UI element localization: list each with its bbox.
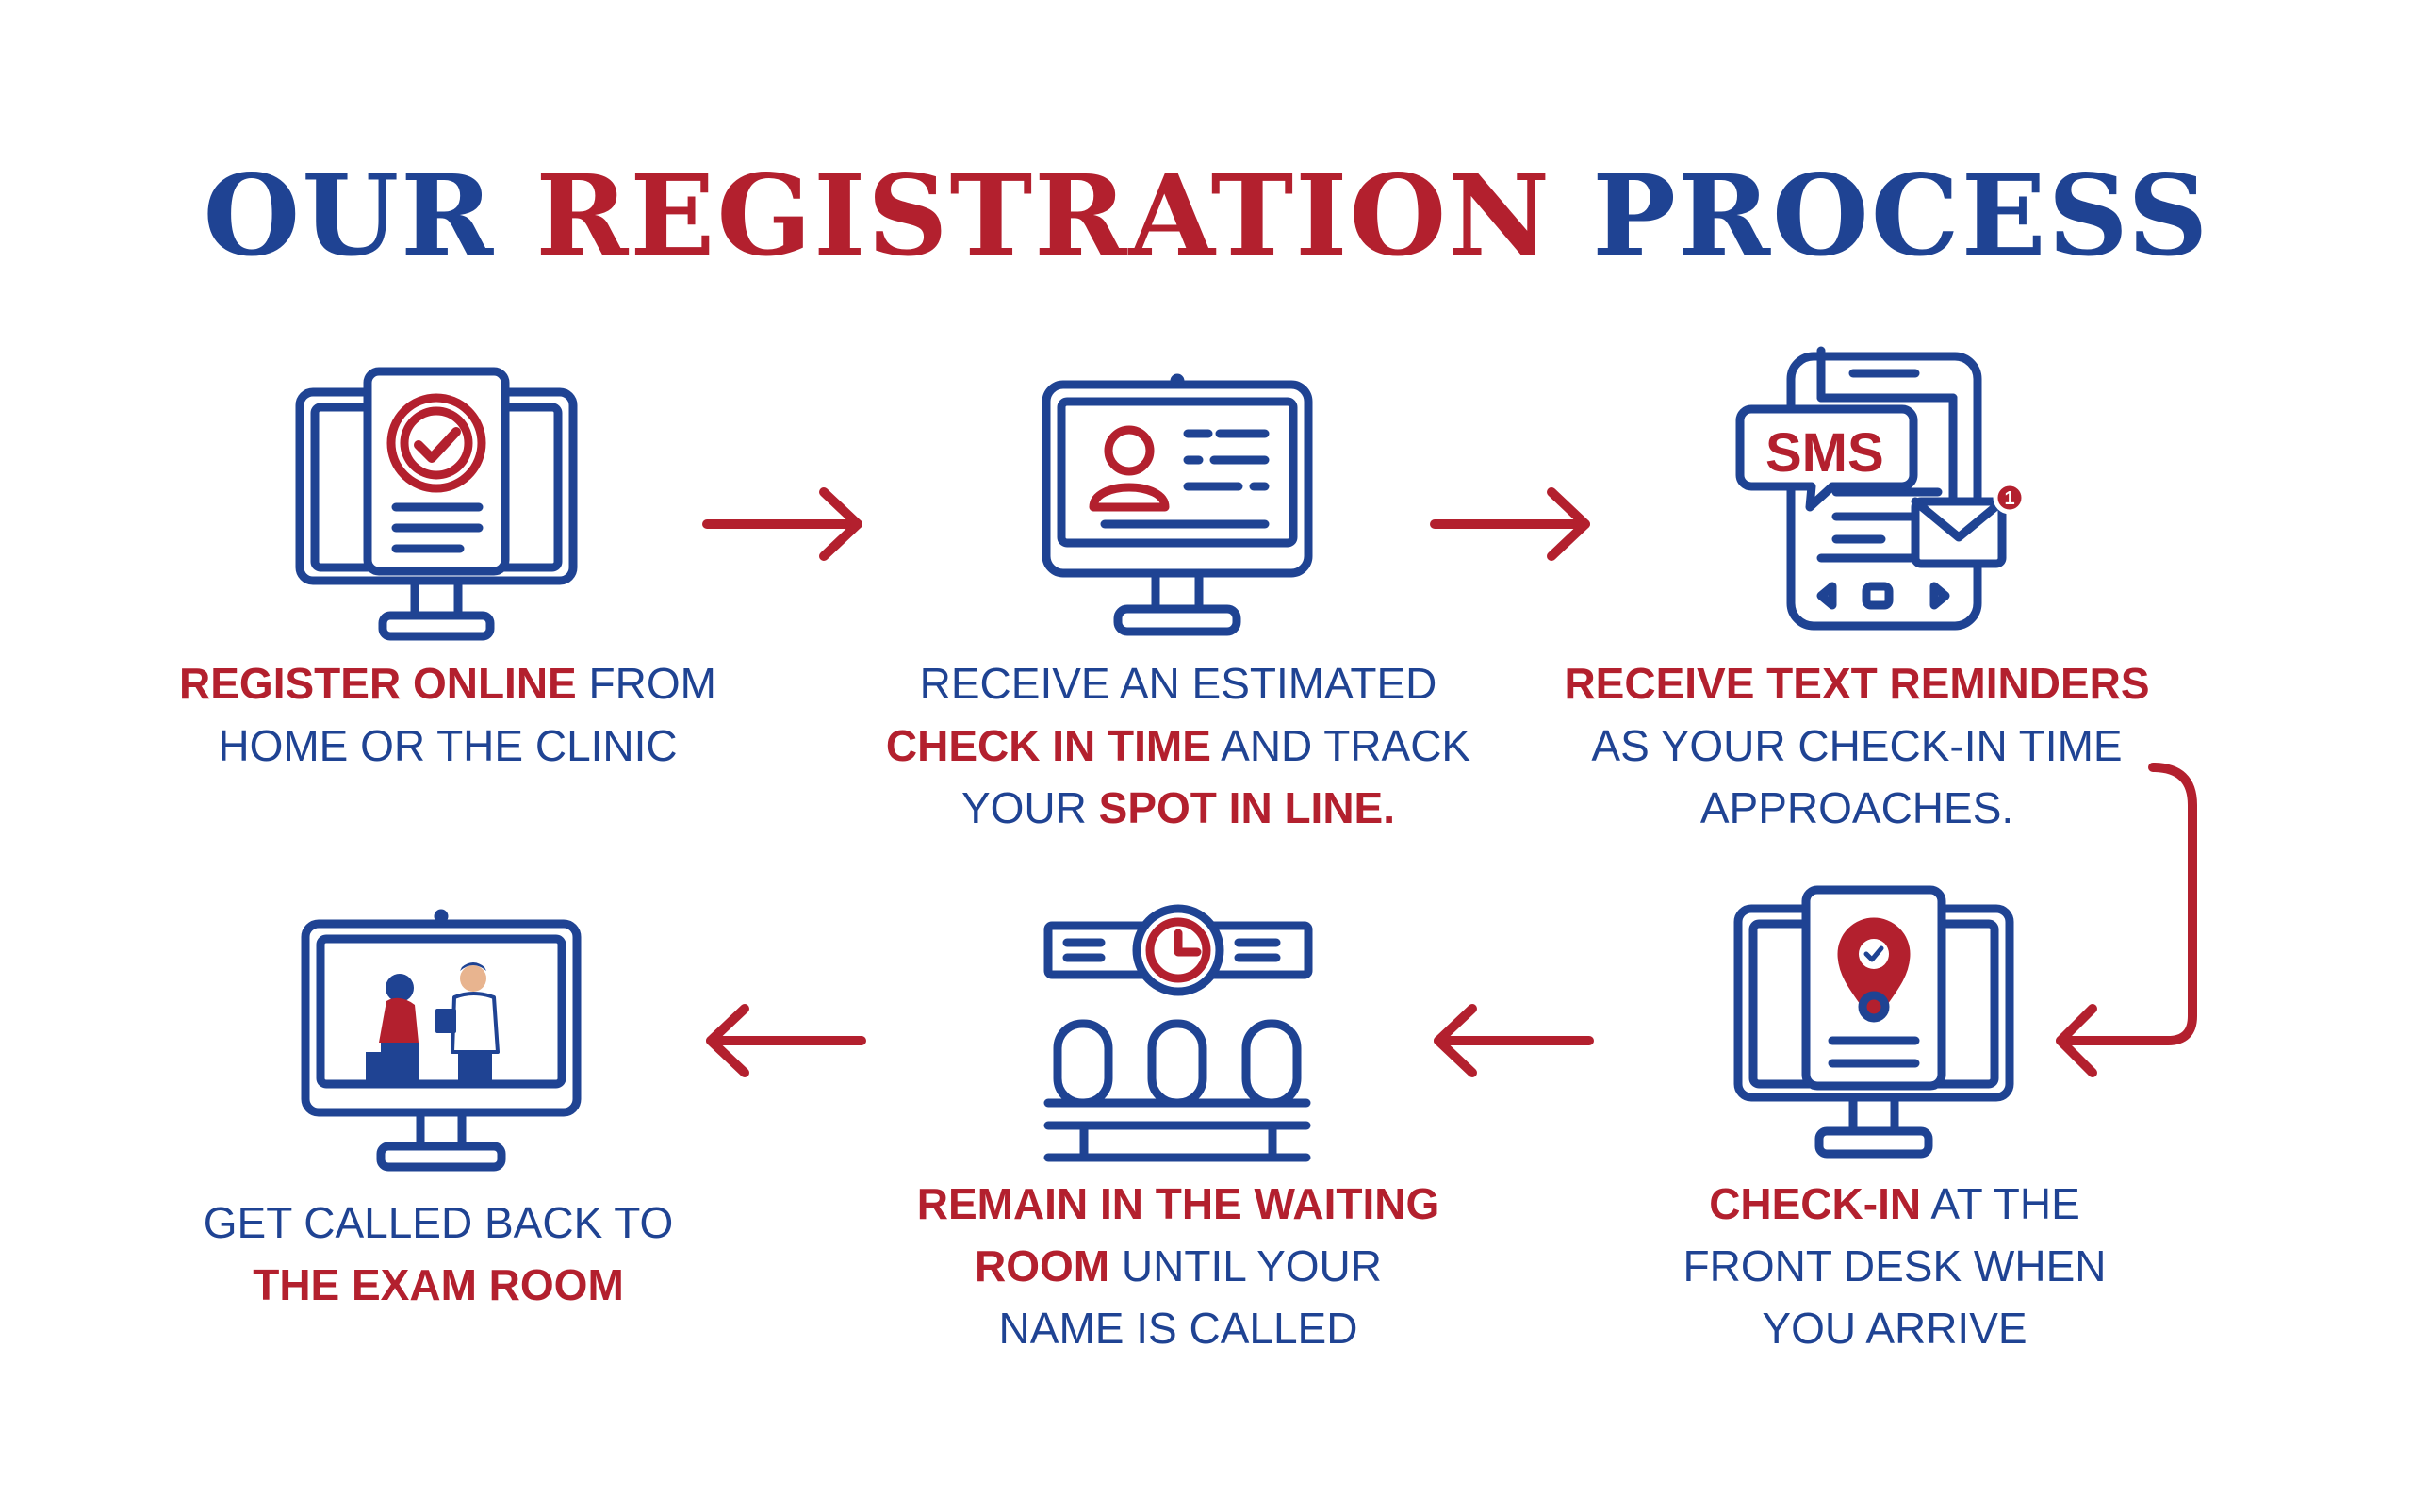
page-title: OUR REGISTRATION PROCESS — [0, 160, 2413, 271]
caption-segment: HOME OR THE CLINIC — [218, 721, 677, 770]
caption-segment: FROM — [577, 659, 716, 708]
caption-segment: REGISTER ONLINE — [179, 659, 577, 708]
step-4-caption: CHECK-IN AT THE FRONT DESK WHEN YOU ARRI… — [1602, 1173, 2187, 1359]
caption-segment: AND TRACK — [1211, 721, 1470, 770]
monitor-doctor-patient-icon — [300, 911, 583, 1175]
caption-segment: RECEIVE AN ESTIMATED — [920, 659, 1437, 708]
caption-segment: YOU ARRIVE — [1762, 1304, 2027, 1353]
title-part-process: PROCESS — [1551, 150, 2209, 281]
caption-segment: CHECK IN TIME — [886, 721, 1211, 770]
caption-segment: THE EXAM ROOM — [253, 1260, 624, 1309]
caption-segment: SPOT IN LINE. — [1099, 783, 1395, 832]
step-2-caption: RECEIVE AN ESTIMATED CHECK IN TIME AND T… — [848, 652, 1508, 839]
caption-segment: AS YOUR CHECK-IN TIME — [1591, 721, 2122, 770]
title-part-our: OUR — [203, 150, 535, 281]
caption-segment: APPROACHES. — [1700, 783, 2013, 832]
arrow-left-1 — [1429, 1003, 1595, 1078]
step-5-caption: REMAIN IN THE WAITING ROOM UNTIL YOUR NA… — [848, 1173, 1508, 1359]
caption-segment: FRONT DESK WHEN — [1683, 1241, 2107, 1290]
step-3-caption: RECEIVE TEXT REMINDERS AS YOUR CHECK-IN … — [1527, 652, 2187, 839]
patient-figure — [366, 974, 419, 1080]
arrow-right-1 — [701, 486, 867, 562]
caption-segment: RECEIVE TEXT REMINDERS — [1564, 659, 2149, 708]
step-1-caption: REGISTER ONLINE FROM HOME OR THE CLINIC — [141, 652, 754, 777]
caption-segment: YOUR — [961, 783, 1099, 832]
phone-sms-icon: SMS 1 — [1731, 351, 2032, 633]
monitor-location-pin-icon — [1732, 884, 2015, 1167]
arrow-right-2 — [1429, 486, 1595, 562]
caption-segment: AT THE — [1921, 1179, 2080, 1228]
sms-text: SMS — [1765, 422, 1884, 484]
monitor-profile-icon — [1041, 375, 1314, 639]
caption-segment: GET CALLED BACK TO — [204, 1198, 674, 1247]
caption-segment: NAME IS CALLED — [999, 1304, 1358, 1353]
monitor-checklist-icon — [292, 366, 584, 649]
waiting-room-chairs-icon — [1041, 903, 1314, 1167]
arrow-left-2 — [701, 1003, 867, 1078]
caption-segment: ROOM — [975, 1241, 1109, 1290]
step-6-caption: GET CALLED BACK TO THE EXAM ROOM — [141, 1192, 735, 1316]
title-part-registration: REGISTRATION — [535, 150, 1551, 281]
doctor-figure — [435, 962, 498, 1082]
caption-segment: CHECK-IN — [1709, 1179, 1921, 1228]
caption-segment: UNTIL YOUR — [1109, 1241, 1382, 1290]
notification-badge: 1 — [2004, 488, 2014, 509]
caption-segment: REMAIN IN THE WAITING — [917, 1179, 1440, 1228]
